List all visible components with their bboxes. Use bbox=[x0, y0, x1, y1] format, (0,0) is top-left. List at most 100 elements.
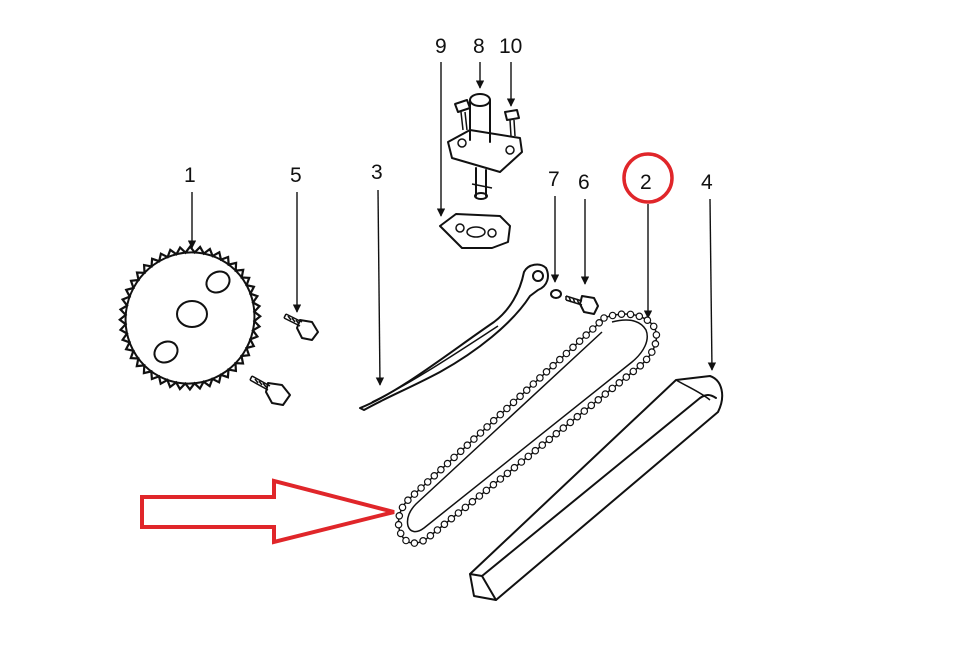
chain-link bbox=[423, 478, 432, 486]
chain-link bbox=[594, 395, 603, 404]
chain-link bbox=[647, 348, 656, 356]
chain-link bbox=[476, 429, 485, 437]
chain-link bbox=[649, 322, 658, 331]
chain-link bbox=[580, 407, 589, 415]
chain-link bbox=[483, 423, 491, 431]
chain-link bbox=[617, 310, 626, 319]
tensioner-screw-left bbox=[454, 99, 471, 131]
washer bbox=[550, 289, 562, 299]
chain-link bbox=[636, 361, 645, 370]
chain-link bbox=[569, 343, 577, 352]
chain-link bbox=[652, 331, 661, 339]
callout-3: 3 bbox=[371, 161, 383, 184]
callout-8: 8 bbox=[473, 35, 485, 58]
callout-6: 6 bbox=[578, 171, 590, 194]
chain-links bbox=[394, 310, 661, 547]
chain-link bbox=[651, 339, 660, 348]
callout-1: 1 bbox=[184, 164, 196, 187]
red-pointer-arrow bbox=[140, 478, 395, 545]
chain-link bbox=[440, 520, 449, 529]
chain-link bbox=[394, 520, 403, 529]
chain-link bbox=[566, 418, 575, 427]
bolt-lower bbox=[249, 375, 291, 406]
gear-hole-lower bbox=[153, 340, 179, 364]
chain-link bbox=[475, 492, 484, 500]
chain-link bbox=[437, 465, 445, 474]
chain-tensioner bbox=[447, 93, 523, 200]
chain-link bbox=[582, 331, 591, 339]
chain-link bbox=[555, 355, 564, 364]
chain-link bbox=[517, 458, 526, 466]
chain-link bbox=[470, 435, 478, 443]
chain-link bbox=[430, 471, 439, 480]
chain-link bbox=[626, 310, 635, 319]
leader-line-4 bbox=[707, 198, 717, 371]
chain-link bbox=[496, 475, 505, 483]
gear-hole-upper bbox=[205, 270, 231, 294]
chain-link bbox=[456, 447, 465, 456]
chain-link bbox=[524, 452, 533, 461]
tensioner-guide bbox=[359, 263, 549, 411]
chain-link bbox=[482, 486, 491, 495]
chain-link bbox=[410, 539, 419, 547]
chain-link bbox=[595, 318, 604, 327]
sprocket-gear bbox=[118, 244, 262, 392]
chain-link bbox=[587, 401, 596, 410]
chain-link bbox=[529, 380, 538, 388]
callout-10: 10 bbox=[499, 35, 522, 58]
chain-link bbox=[419, 536, 427, 545]
chain-link bbox=[573, 412, 582, 421]
chain-link bbox=[410, 490, 419, 498]
chain-link bbox=[398, 503, 407, 512]
chain-link bbox=[454, 509, 463, 517]
gear-tooth-ring bbox=[118, 244, 262, 392]
chain-link bbox=[615, 378, 624, 387]
chain-link bbox=[522, 386, 531, 395]
chain-link bbox=[433, 526, 442, 534]
chain-link bbox=[447, 514, 456, 523]
chain-link bbox=[510, 463, 519, 472]
callout-9: 9 bbox=[435, 35, 447, 58]
chain-link bbox=[536, 374, 544, 382]
chain-link bbox=[396, 529, 405, 538]
chain-link bbox=[600, 314, 608, 322]
chain-link bbox=[426, 531, 435, 540]
chain-link bbox=[496, 410, 505, 419]
chain-link bbox=[538, 441, 547, 449]
chain-link bbox=[635, 312, 644, 321]
chain-guide bbox=[469, 375, 724, 601]
chain-link bbox=[643, 316, 652, 325]
gear-teeth bbox=[118, 244, 262, 392]
chain-link bbox=[622, 373, 631, 381]
chain-link bbox=[463, 441, 472, 450]
chain-link bbox=[545, 435, 554, 444]
chain-link bbox=[404, 496, 412, 505]
chain-link bbox=[461, 503, 470, 512]
chain-link bbox=[468, 497, 477, 506]
leader-line-3 bbox=[375, 189, 385, 386]
callout-4: 4 bbox=[701, 171, 713, 194]
highlight-circle bbox=[622, 152, 674, 204]
chain-link bbox=[629, 367, 638, 376]
chain-link bbox=[559, 424, 568, 432]
chain-link bbox=[608, 384, 617, 393]
chain-link bbox=[542, 367, 551, 376]
pivot-bolt bbox=[565, 295, 599, 315]
chain-link bbox=[642, 355, 651, 364]
chain-link bbox=[395, 511, 404, 520]
callout-5: 5 bbox=[290, 164, 302, 187]
bolt-upper bbox=[283, 313, 319, 341]
chain-link bbox=[417, 484, 425, 492]
chain-link bbox=[509, 398, 518, 407]
chain-link bbox=[608, 311, 617, 320]
gear-hub-hole bbox=[176, 300, 208, 328]
chain-link bbox=[503, 469, 512, 478]
chain-link bbox=[402, 536, 410, 545]
timing-chain bbox=[394, 310, 661, 547]
chain-link bbox=[489, 416, 498, 425]
callout-2: 2 bbox=[640, 171, 652, 194]
chain-link bbox=[503, 404, 511, 413]
chain-link bbox=[562, 349, 571, 358]
gear-body bbox=[124, 251, 256, 385]
